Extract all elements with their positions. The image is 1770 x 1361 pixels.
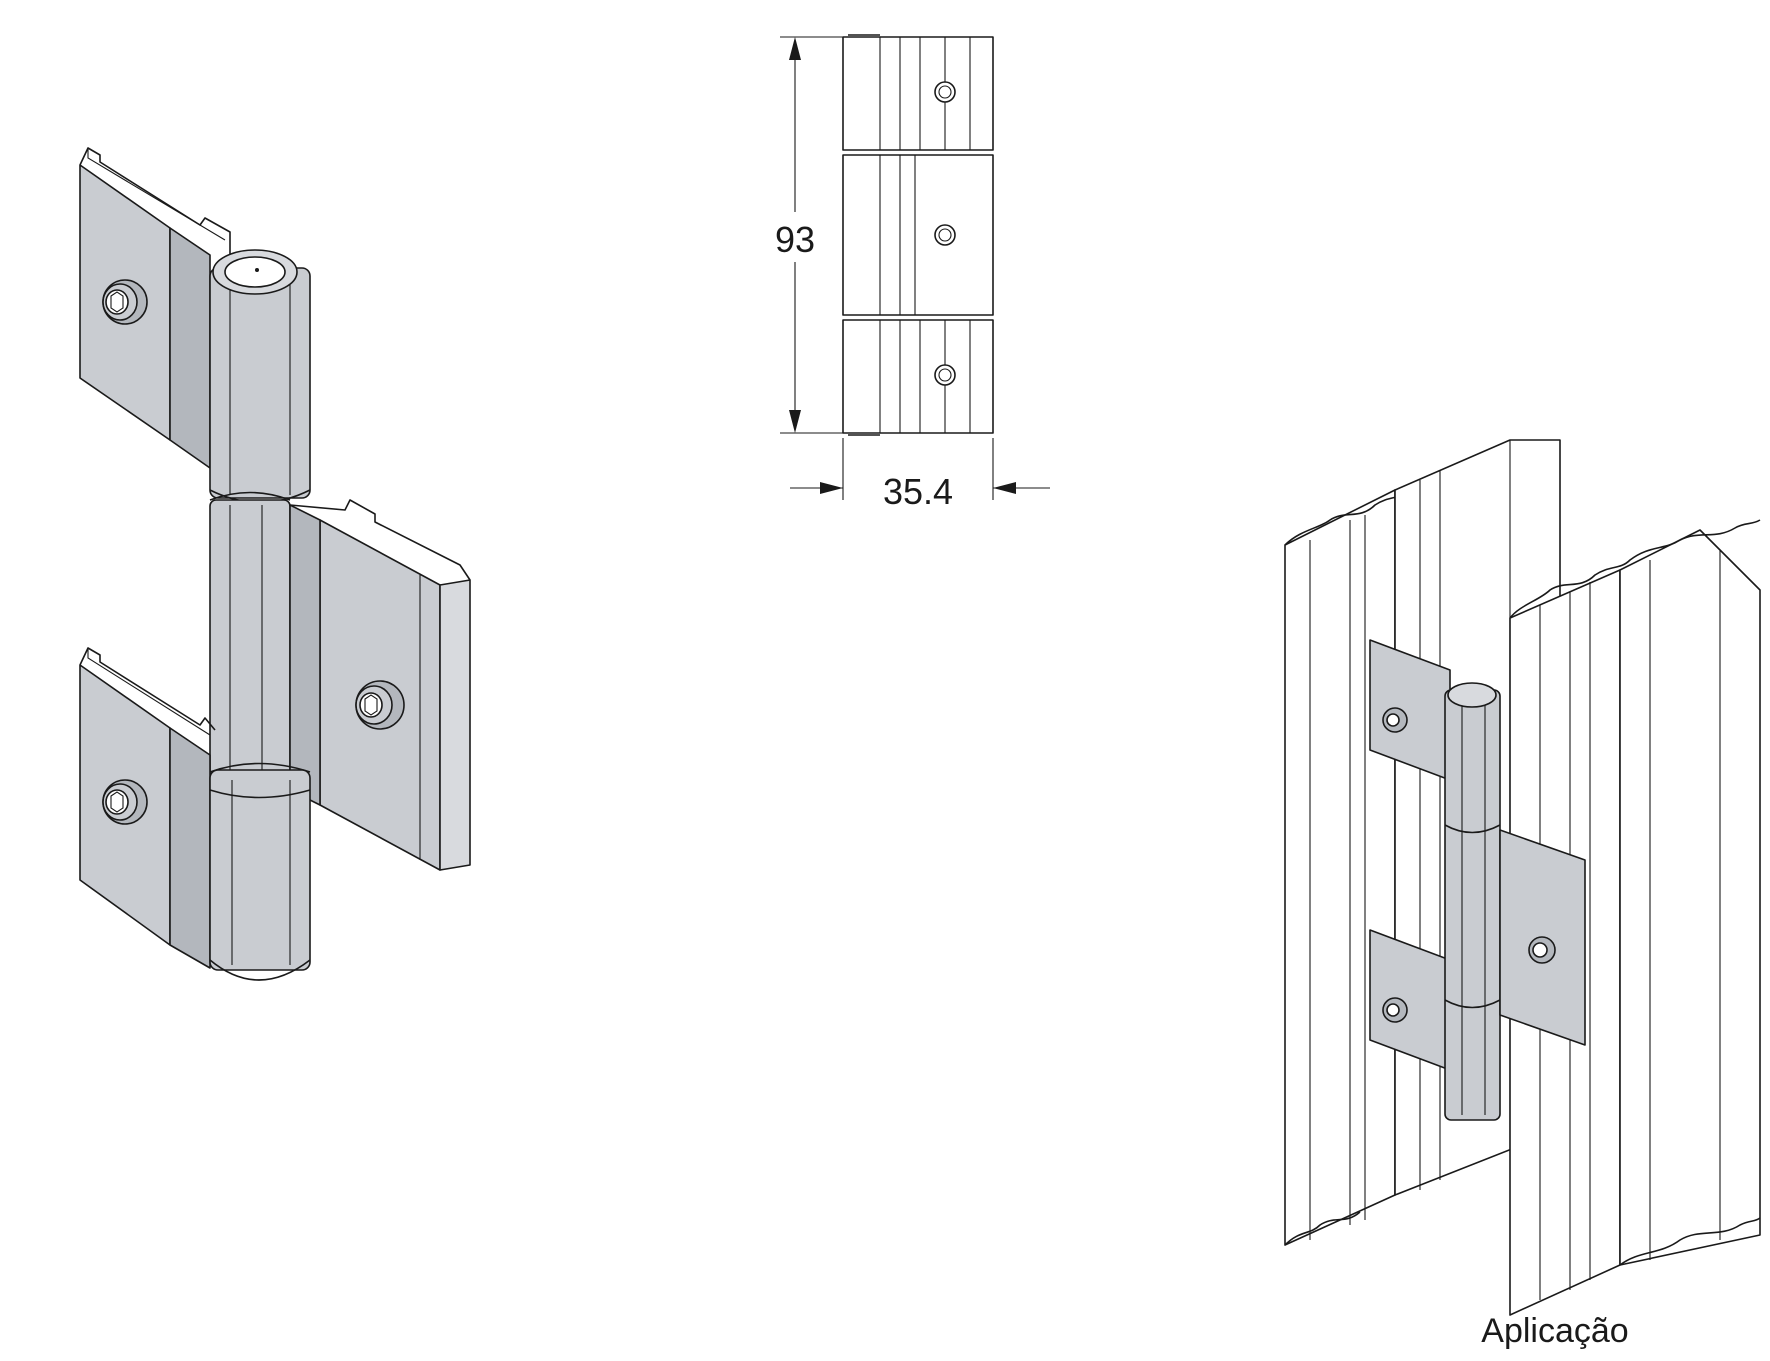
- height-dimension: 93: [765, 36, 843, 434]
- width-dimension: 35.4: [790, 438, 1050, 512]
- hinge-lower-left-leaf: [79, 647, 216, 969]
- hinge-isometric-view: [79, 147, 471, 981]
- hinge-right-leaf: [289, 499, 471, 871]
- hinge-upper-knuckle: [209, 249, 311, 504]
- screw-icon: [1382, 707, 1408, 733]
- hinge-lower-knuckle: [209, 762, 311, 981]
- screw-icon: [355, 680, 405, 730]
- width-dimension-value: 35.4: [883, 471, 953, 512]
- height-dimension-value: 93: [775, 219, 815, 260]
- screw-icon: [1528, 936, 1556, 964]
- application-view: [1284, 439, 1761, 1316]
- screw-icon: [102, 279, 148, 325]
- screw-icon: [102, 779, 148, 825]
- hinge-middle-knuckle: [209, 491, 291, 791]
- screw-icon: [1382, 997, 1408, 1023]
- hinge-installed: [1369, 639, 1586, 1121]
- hinge-front-elevation: [842, 34, 994, 436]
- hinge-upper-left-leaf: [79, 147, 231, 469]
- screw-icon: [934, 81, 956, 103]
- screw-icon: [934, 364, 956, 386]
- application-caption: Aplicação: [1481, 1312, 1628, 1350]
- screw-icon: [934, 224, 956, 246]
